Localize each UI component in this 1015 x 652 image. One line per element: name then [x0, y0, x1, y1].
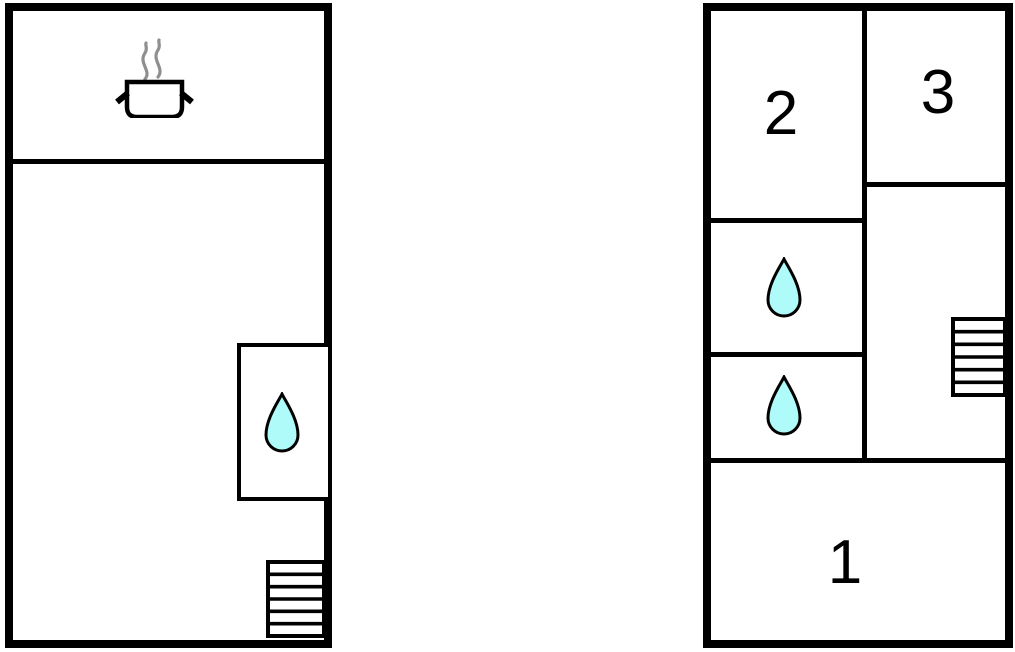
pot-handles: [115, 90, 194, 105]
room-3-label: 3: [920, 58, 956, 127]
water-drop-icon: [264, 392, 300, 453]
interior-wall-above-room-1: [703, 458, 1013, 463]
interior-wall-between-wet-rooms: [703, 352, 867, 357]
interior-wall-below-room-2: [703, 218, 867, 223]
room-1-label: 1: [827, 528, 863, 597]
water-drop-icon: [766, 375, 802, 436]
interior-wall: [5, 159, 332, 164]
interior-wall-vertical: [862, 3, 867, 463]
water-drop-icon: [766, 257, 802, 318]
room-2-label: 2: [763, 79, 799, 148]
pot-body: [124, 79, 185, 118]
steam-icon: [141, 38, 162, 81]
stairs-icon: [951, 317, 1007, 397]
stairs-icon: [266, 560, 326, 638]
cooking-pot-icon: [115, 38, 194, 118]
interior-wall-below-room-3: [862, 182, 1013, 187]
